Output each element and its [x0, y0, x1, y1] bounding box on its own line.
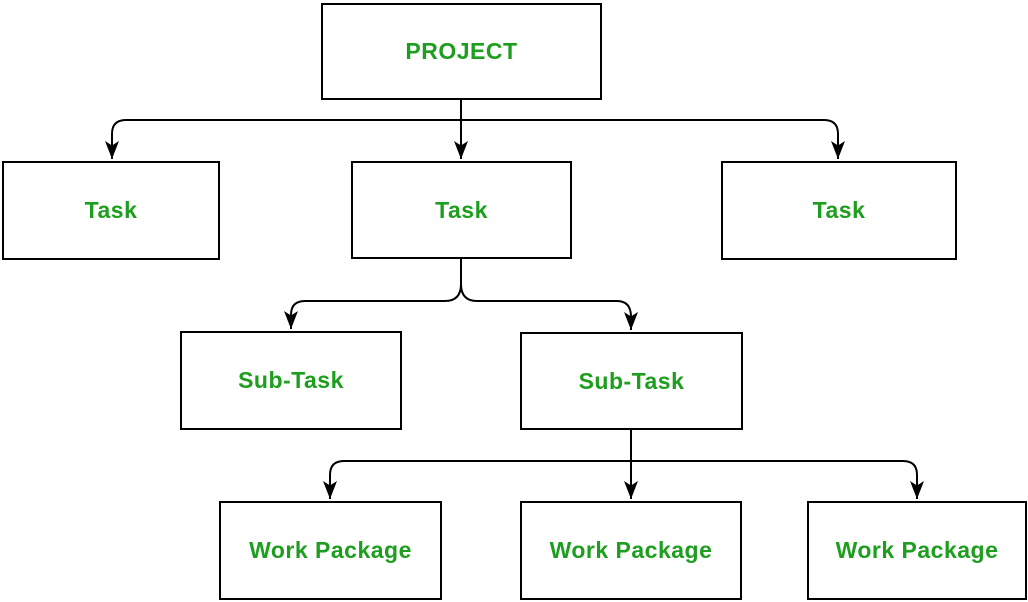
edge-project-task-1 [105, 119, 461, 159]
node-task-2: Task [351, 161, 572, 259]
node-project-label: PROJECT [405, 38, 518, 64]
edge-project-task-3 [461, 119, 845, 159]
node-task-1: Task [2, 161, 220, 260]
node-workpackage-2-label: Work Package [549, 537, 713, 563]
node-subtask-1: Sub-Task [180, 331, 402, 430]
node-task-1-label: Task [84, 197, 138, 223]
edge-task-2-subtask-1 [284, 283, 462, 329]
node-project: PROJECT [321, 3, 602, 100]
edge-subtask-2-workpackage-1 [323, 460, 631, 499]
node-workpackage-3-label: Work Package [835, 537, 999, 563]
node-subtask-1-label: Sub-Task [238, 367, 344, 393]
node-subtask-2: Sub-Task [520, 332, 743, 430]
node-task-3-label: Task [812, 197, 866, 223]
node-subtask-2-label: Sub-Task [578, 367, 685, 394]
node-workpackage-1: Work Package [219, 501, 442, 600]
node-task-3: Task [721, 161, 957, 260]
node-workpackage-2: Work Package [520, 501, 742, 600]
node-workpackage-3: Work Package [807, 501, 1027, 600]
node-workpackage-1-label: Work Package [249, 537, 412, 563]
edge-subtask-2-workpackage-3 [631, 460, 924, 499]
node-task-2-label: Task [435, 196, 488, 223]
edge-task-2-subtask-2 [460, 283, 638, 330]
